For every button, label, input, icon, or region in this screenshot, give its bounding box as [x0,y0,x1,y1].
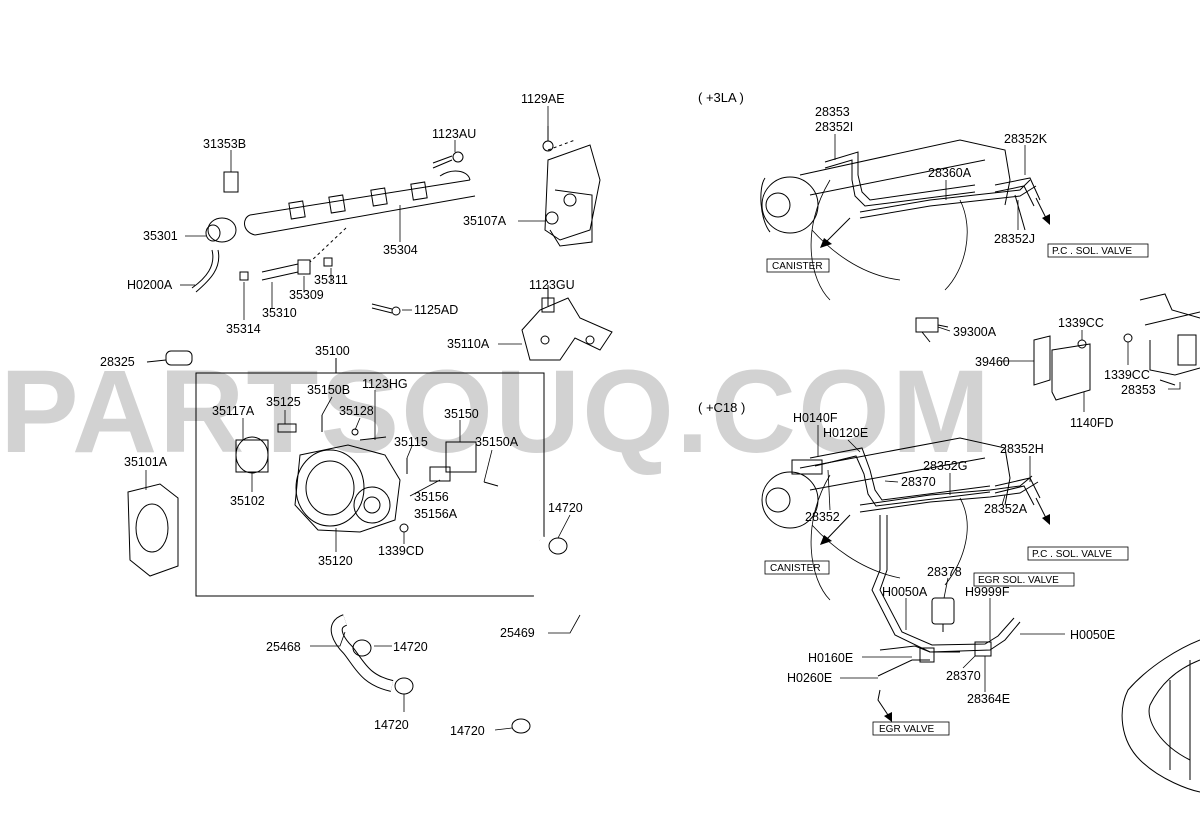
section-labels: ( +3LA ) ( +C18 ) [698,90,745,415]
part-label: 1339CC [1058,316,1104,330]
box-pc-sol-1 [1047,243,1149,258]
part-label: 35102 [230,494,265,508]
part-label: 1140FD [1070,416,1114,430]
part-label: 14720 [548,501,583,515]
part-label: 28364E [967,692,1010,706]
part-label: H0160E [808,651,853,665]
box-canister-1 [766,258,830,273]
part-label: 35304 [383,243,418,257]
watermark: PARTSOUQ.COM [0,346,992,478]
canister-label-1: CANISTER [772,261,823,272]
part-label: 35310 [262,306,297,320]
part-label: 35150 [444,407,479,421]
part-label: 35117A [212,404,255,418]
engine-3la [760,139,1050,301]
part-label: 1123AU [432,127,476,141]
part-label: H0140F [793,411,838,425]
part-label: 1129AE [521,92,565,106]
part-number-labels: 1129AE 1123AU 31353B 35301 35304 35107A … [100,92,1156,738]
section-label-c18: ( +C18 ) [698,400,745,415]
cap-28325 [146,350,193,366]
part-label: 28353 [1121,383,1156,397]
part-label: 35120 [318,554,353,568]
leader-lines-right [817,134,1181,692]
part-label: 35115 [394,435,428,449]
hoses-lower [330,535,597,734]
part-label: 25469 [500,626,535,640]
box-egr-valve [872,721,950,736]
part-label: 14720 [450,724,485,738]
bracket-35107a [542,126,601,247]
part-label: 35156 [414,490,449,504]
box-canister-2 [764,560,830,575]
part-label: 35150B [307,383,350,397]
part-label: 1125AD [414,303,458,317]
canister-label-2: CANISTER [770,563,821,574]
part-label: 35311 [314,273,348,287]
part-label: 14720 [393,640,428,654]
part-label: H0200A [127,278,173,292]
part-label: 35100 [315,344,350,358]
part-label: 35101A [124,455,168,469]
part-label: 35314 [226,322,261,336]
egr-sol-valve-label: EGR SOL. VALVE [978,575,1059,586]
part-label: 28352G [923,459,967,473]
box-pc-sol-2 [1027,546,1129,561]
pc-sol-valve-label-1: P.C . SOL. VALVE [1052,246,1132,257]
part-label: 31353B [203,137,246,151]
part-label: 28353 [815,105,850,119]
part-label: 35110A [447,337,490,351]
part-label: 28352K [1004,132,1048,146]
part-label: 35301 [143,229,178,243]
part-label: 25468 [266,640,301,654]
egr-valve-label: EGR VALVE [879,724,935,735]
part-label: 28352H [1000,442,1044,456]
part-label: 28352I [815,120,853,134]
part-label: H0120E [823,426,868,440]
part-label: 39300A [953,325,997,339]
partial-engine [1121,639,1200,793]
part-label: 28352 [805,510,840,524]
part-label: H9999F [965,585,1010,599]
part-label: H0050A [882,585,928,599]
pc-sol-valve-label-2: P.C . SOL. VALVE [1032,549,1112,560]
part-label: 1123GU [529,278,575,292]
part-label: 1123HG [362,377,408,391]
leader-lines-left [145,106,581,731]
sol-valve-parts [915,293,1200,401]
fuel-rail-group [191,151,476,316]
part-label: 14720 [374,718,409,732]
part-label: 28352A [984,502,1028,516]
part-label: H0050E [1070,628,1115,642]
engine-c18 [761,437,1050,722]
part-label: 39460 [975,355,1010,369]
part-label: 28360A [928,166,972,180]
gasket-35101a [127,483,179,577]
part-label: 28325 [100,355,135,369]
bracket-35110a [521,285,613,361]
box-labels: CANISTER P.C . SOL. VALVE CANISTER P.C .… [770,246,1132,735]
box-egr-sol [973,572,1075,587]
part-label: 35107A [463,214,507,228]
part-label: 35150A [475,435,519,449]
part-label: 35125 [266,395,301,409]
part-label: 28352J [994,232,1035,246]
section-label-3la: ( +3LA ) [698,90,744,105]
part-label: 1339CD [378,544,424,558]
part-label: 35128 [339,404,374,418]
part-label: 28370 [946,669,981,683]
part-label: 28378 [927,565,962,579]
assembly-box-35100 [195,372,545,597]
part-label: 1339CC [1104,368,1150,382]
part-label: 28370 [901,475,936,489]
part-label: 35309 [289,288,324,302]
part-label: H0260E [787,671,832,685]
part-label: 35156A [414,507,458,521]
